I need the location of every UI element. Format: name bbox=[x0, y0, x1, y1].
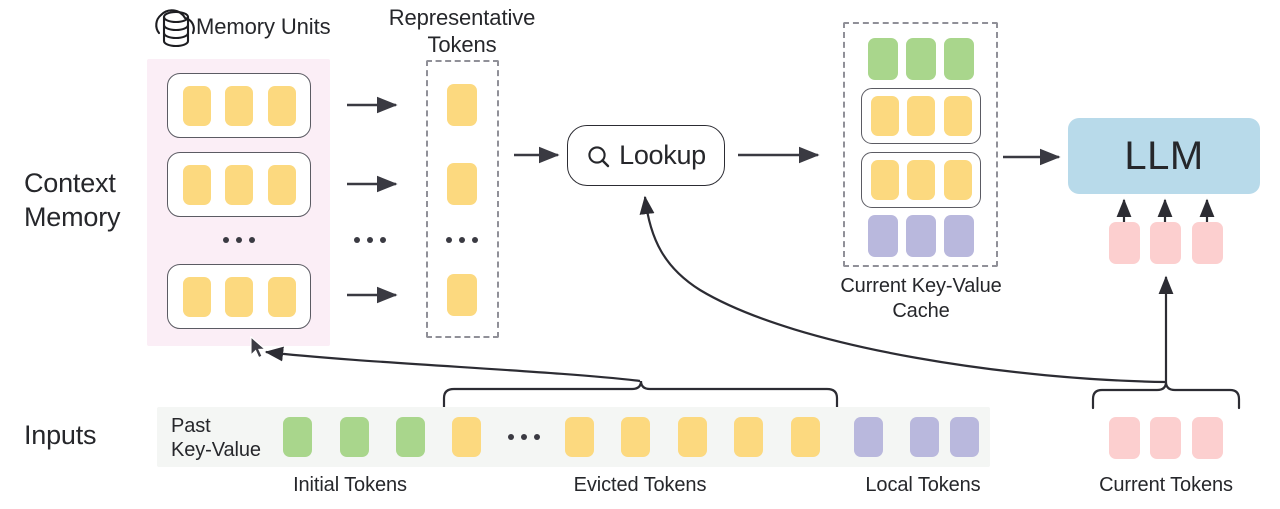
input-token-initial-2 bbox=[340, 417, 369, 457]
input-token-local-3 bbox=[950, 417, 979, 457]
group-label-initial-tokens: Initial Tokens bbox=[293, 474, 407, 496]
kv-cache-caption: Current Key-Value Cache bbox=[806, 274, 1036, 324]
arrows-pink-tokens-to-llm bbox=[1116, 198, 1215, 222]
token-green bbox=[906, 38, 936, 80]
llm-label: LLM bbox=[1124, 133, 1204, 178]
past-key-value-line2: Key-Value bbox=[171, 439, 261, 461]
token-yellow bbox=[943, 96, 972, 136]
representative-token-1 bbox=[447, 84, 477, 126]
kv-row-initial bbox=[868, 38, 974, 80]
token-yellow bbox=[907, 96, 935, 136]
token-yellow bbox=[267, 164, 296, 205]
row-label-context-memory: Context Memory bbox=[24, 166, 154, 234]
input-token-initial-3 bbox=[396, 417, 425, 457]
arrow-evicted-to-context-memory bbox=[264, 346, 641, 383]
lookup-label: Lookup bbox=[619, 140, 706, 170]
representative-tokens-ellipsis bbox=[432, 227, 492, 253]
brace-evicted-tokens bbox=[442, 380, 839, 410]
kv-cache-box bbox=[843, 22, 998, 267]
memory-unit-1[interactable] bbox=[167, 73, 311, 138]
group-label-current-tokens: Current Tokens bbox=[1099, 474, 1233, 496]
row-label-inputs: Inputs bbox=[24, 420, 97, 450]
token-yellow bbox=[225, 276, 253, 317]
input-token-evicted-4 bbox=[678, 417, 707, 457]
llm-input-token-2 bbox=[1150, 222, 1181, 264]
input-token-evicted-3 bbox=[621, 417, 650, 457]
token-yellow bbox=[225, 85, 253, 126]
token-yellow bbox=[943, 160, 972, 200]
search-icon bbox=[588, 145, 610, 167]
brace-current-tokens bbox=[1091, 381, 1241, 410]
representative-tokens-box bbox=[426, 60, 499, 338]
token-green bbox=[868, 38, 898, 80]
token-yellow bbox=[907, 160, 935, 200]
representative-tokens-heading-line1: Representative bbox=[388, 5, 536, 30]
row-label-context-memory-line1: Context bbox=[24, 168, 116, 198]
input-token-evicted-5 bbox=[734, 417, 763, 457]
token-green bbox=[944, 38, 974, 80]
input-token-local-2 bbox=[910, 417, 939, 457]
token-yellow bbox=[267, 85, 296, 126]
token-purple bbox=[906, 215, 936, 257]
kv-row-retrieved-1 bbox=[861, 88, 981, 144]
input-token-current-1 bbox=[1109, 417, 1140, 459]
memory-units-ellipsis bbox=[200, 227, 278, 253]
row-label-context-memory-line2: Memory bbox=[24, 202, 121, 232]
representative-token-2 bbox=[447, 163, 477, 205]
kv-row-local bbox=[868, 215, 974, 257]
input-token-evicted-2 bbox=[565, 417, 594, 457]
token-yellow bbox=[182, 164, 211, 205]
token-purple bbox=[944, 215, 974, 257]
arrow-column-ellipsis bbox=[340, 227, 400, 253]
token-yellow bbox=[182, 276, 211, 317]
kv-cache-caption-line2: Cache bbox=[892, 300, 950, 322]
representative-token-n bbox=[447, 274, 477, 316]
memory-units-heading: Memory Units bbox=[196, 14, 331, 39]
input-token-current-2 bbox=[1150, 417, 1181, 459]
token-yellow bbox=[225, 164, 253, 205]
memory-unit-n[interactable] bbox=[167, 264, 311, 329]
lookup-button[interactable]: Lookup bbox=[567, 125, 725, 186]
past-key-value-line1: Past bbox=[171, 415, 211, 437]
mouse-cursor bbox=[250, 335, 267, 359]
token-yellow bbox=[267, 276, 296, 317]
kv-row-retrieved-2 bbox=[861, 152, 981, 208]
llm-input-token-3 bbox=[1192, 222, 1223, 264]
memory-unit-2[interactable] bbox=[167, 152, 311, 217]
input-token-evicted-1 bbox=[452, 417, 481, 457]
cloud-database-icon bbox=[155, 9, 195, 48]
input-token-evicted-6 bbox=[791, 417, 820, 457]
input-token-current-3 bbox=[1192, 417, 1223, 459]
group-label-local-tokens: Local Tokens bbox=[865, 474, 981, 496]
input-token-local-1 bbox=[854, 417, 883, 457]
token-yellow bbox=[870, 160, 899, 200]
token-yellow bbox=[182, 85, 211, 126]
llm-box[interactable]: LLM bbox=[1068, 118, 1260, 194]
token-purple bbox=[868, 215, 898, 257]
inputs-ellipsis bbox=[496, 424, 552, 450]
representative-tokens-heading: Representative Tokens bbox=[382, 4, 542, 58]
token-yellow bbox=[870, 96, 899, 136]
llm-input-token-1 bbox=[1109, 222, 1140, 264]
kv-cache-caption-line1: Current Key-Value bbox=[840, 275, 1002, 297]
past-key-value-label: Past Key-Value bbox=[171, 414, 281, 462]
representative-tokens-heading-line2: Tokens bbox=[427, 32, 497, 57]
group-label-evicted-tokens: Evicted Tokens bbox=[573, 474, 707, 496]
input-token-initial-1 bbox=[283, 417, 312, 457]
